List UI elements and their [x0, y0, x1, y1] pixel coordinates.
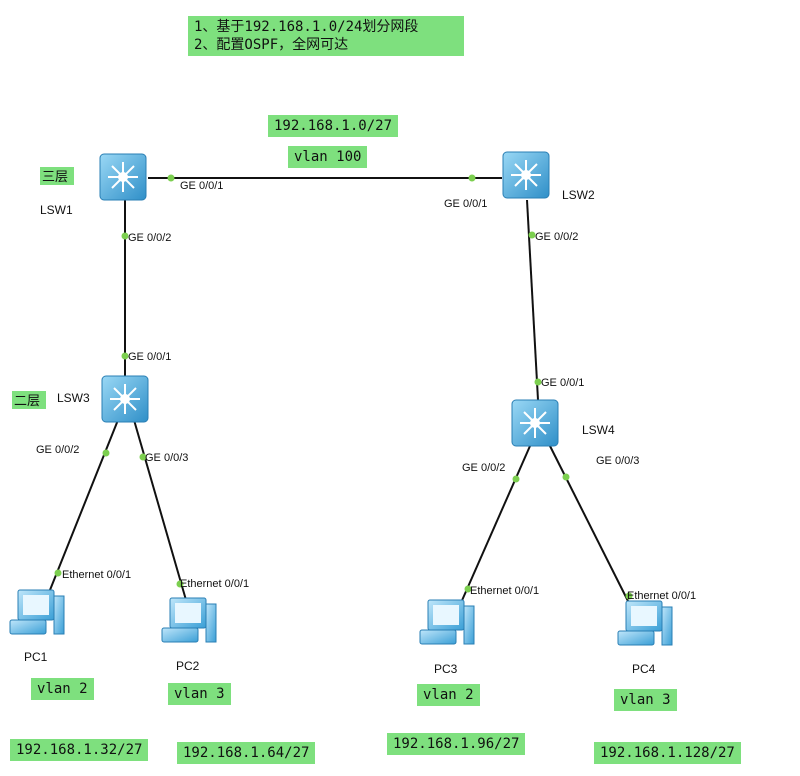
lsw1-ge001-label: GE 0/0/1	[180, 180, 223, 192]
pc2-vlan-label: vlan 3	[168, 683, 231, 705]
link-lsw2-lsw4	[526, 199, 539, 401]
port-dots	[54, 174, 633, 600]
lsw4-ge003-label: GE 0/0/3	[596, 455, 639, 467]
requirement-1: 1、基于192.168.1.0/24划分网段	[194, 19, 419, 35]
pc2-port-label: Ethernet 0/0/1	[180, 578, 249, 590]
pc4-name: PC4	[632, 662, 656, 676]
lsw3-name: LSW3	[57, 391, 90, 405]
pc1-subnet-label: 192.168.1.32/27	[10, 739, 149, 761]
pc2-icon[interactable]	[161, 597, 217, 643]
lsw3-ge001-label: GE 0/0/1	[128, 351, 171, 363]
lsw2-ge002-label: GE 0/0/2	[535, 231, 578, 243]
lsw3-ge003-label: GE 0/0/3	[145, 452, 188, 464]
pc1-port-label: Ethernet 0/0/1	[62, 569, 131, 581]
pc3-subnet-label: 192.168.1.96/27	[387, 733, 526, 755]
lsw1-ge002-label: GE 0/0/2	[128, 232, 171, 244]
pc4-subnet-label: 192.168.1.128/27	[594, 742, 741, 764]
pc3-icon[interactable]	[419, 599, 475, 645]
pc2-subnet-label: 192.168.1.64/27	[177, 742, 316, 764]
lsw2-name: LSW2	[562, 188, 595, 202]
link-lsw4-pc4	[549, 445, 631, 606]
pc2-name: PC2	[176, 659, 200, 673]
pc3-port-label: Ethernet 0/0/1	[470, 585, 539, 597]
pc4-icon[interactable]	[617, 600, 673, 646]
requirements-note: 1、基于192.168.1.0/24划分网段 2、配置OSPF，全网可达	[188, 16, 464, 56]
pc1-name: PC1	[24, 650, 48, 664]
lsw1-name: LSW1	[40, 203, 73, 217]
link-lsw3-pc1	[49, 419, 119, 591]
link-lsw3-pc2	[133, 419, 187, 601]
link-lsw4-pc3	[459, 445, 531, 606]
switch-lsw4-icon[interactable]	[511, 399, 559, 447]
links	[49, 177, 631, 606]
switch-lsw3-icon[interactable]	[101, 375, 149, 423]
requirement-2: 2、配置OSPF，全网可达	[194, 37, 349, 53]
pc4-vlan-label: vlan 3	[614, 689, 677, 711]
lsw3-layer-label: 二层	[14, 394, 40, 409]
lsw2-ge001-label: GE 0/0/1	[444, 198, 487, 210]
pc3-vlan-label: vlan 2	[417, 684, 480, 706]
core-vlan-label: vlan 100	[288, 146, 368, 168]
core-subnet-label: 192.168.1.0/27	[268, 115, 399, 137]
lsw1-layer-label: 三层	[42, 170, 68, 185]
pc1-vlan-label: vlan 2	[31, 678, 94, 700]
switch-lsw2-icon[interactable]	[502, 151, 550, 199]
pc4-port-label: Ethernet 0/0/1	[627, 590, 696, 602]
lsw4-name: LSW4	[582, 423, 615, 437]
pc3-name: PC3	[434, 662, 458, 676]
lsw4-ge001-label: GE 0/0/1	[541, 377, 584, 389]
switch-lsw1-icon[interactable]	[99, 153, 147, 201]
lsw4-ge002-label: GE 0/0/2	[462, 462, 505, 474]
pc1-icon[interactable]	[9, 589, 65, 635]
lsw3-ge002-label: GE 0/0/2	[36, 444, 79, 456]
